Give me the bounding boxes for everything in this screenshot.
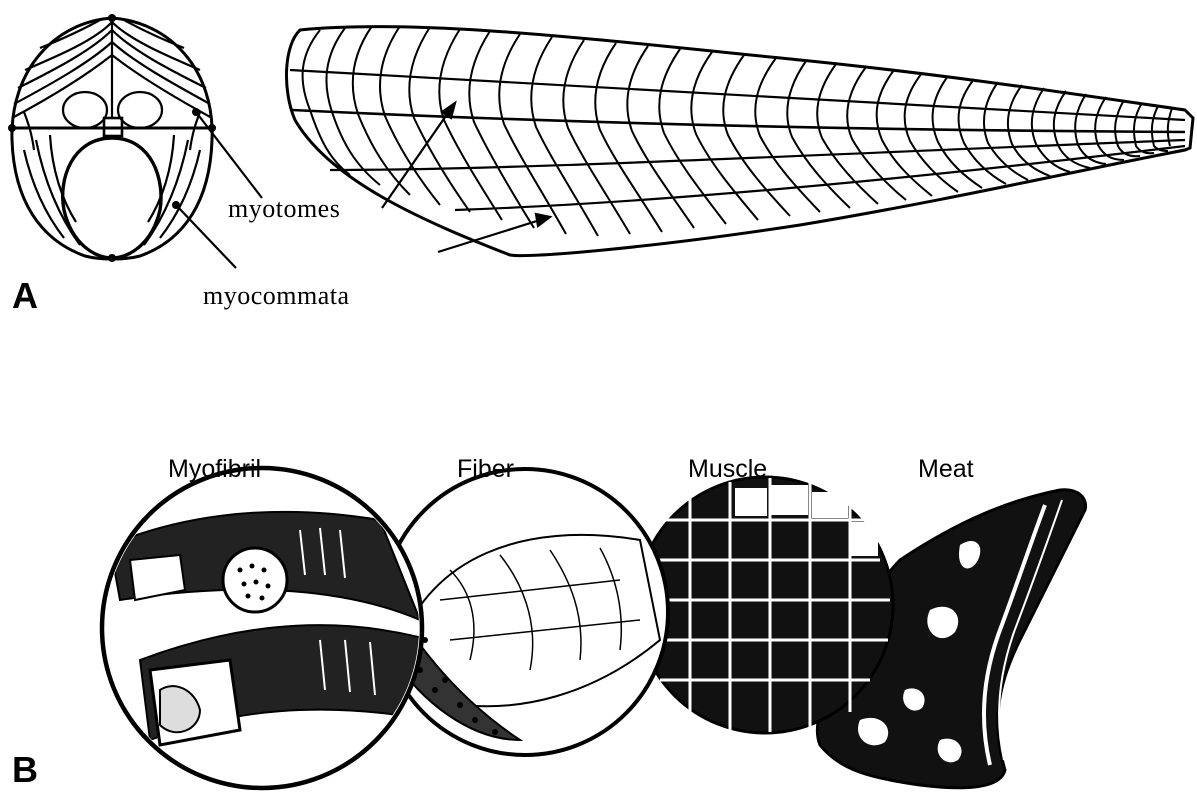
stage-label-myofibril: Myofibril (168, 457, 261, 482)
myofibril-circle (102, 468, 430, 788)
panel-letter-a: A (12, 278, 38, 314)
muscle-section (637, 477, 893, 733)
stage-label-meat: Meat (918, 457, 974, 482)
myocommata-label: myocommata (203, 283, 350, 309)
myotomes-label: myotomes (228, 196, 340, 222)
fish-lateral-view (286, 26, 1193, 256)
panel-letter-b: B (12, 752, 38, 788)
fiber-circle (382, 469, 668, 755)
fish-cross-section (12, 18, 212, 259)
stage-label-muscle: Muscle (688, 457, 767, 482)
stage-label-fiber: Fiber (457, 457, 514, 482)
